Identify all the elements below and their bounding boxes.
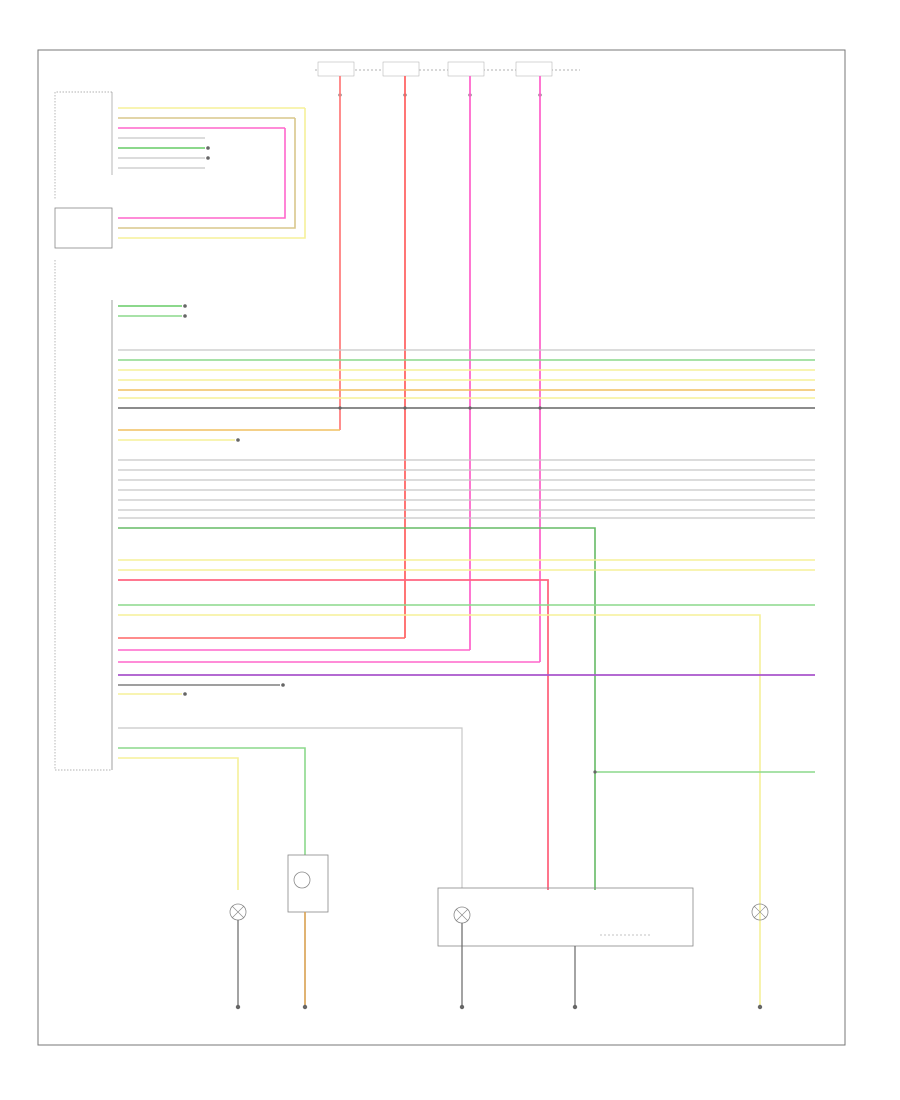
top-left-connector: [54, 91, 306, 249]
diagram-frame: [37, 49, 846, 1046]
main-module: [54, 260, 187, 771]
bus-wires: [118, 349, 815, 1005]
junctions: [338, 406, 542, 410]
ground-3: [459, 1004, 465, 1010]
left-fog-assembly: [287, 854, 329, 1005]
ground-4: [572, 1004, 578, 1010]
right-lamp: [751, 903, 769, 921]
ground-1: [235, 1004, 241, 1010]
ground-2: [302, 1004, 308, 1010]
ground-5: [757, 1004, 763, 1010]
fuse-4: [515, 61, 553, 77]
fuse-3: [447, 61, 485, 77]
fuse-1: [317, 61, 355, 77]
fuse-2: [382, 61, 420, 77]
left-lamp: [229, 903, 247, 1005]
grounds: [235, 1004, 763, 1010]
right-headlamp-assembly: [437, 887, 694, 1005]
